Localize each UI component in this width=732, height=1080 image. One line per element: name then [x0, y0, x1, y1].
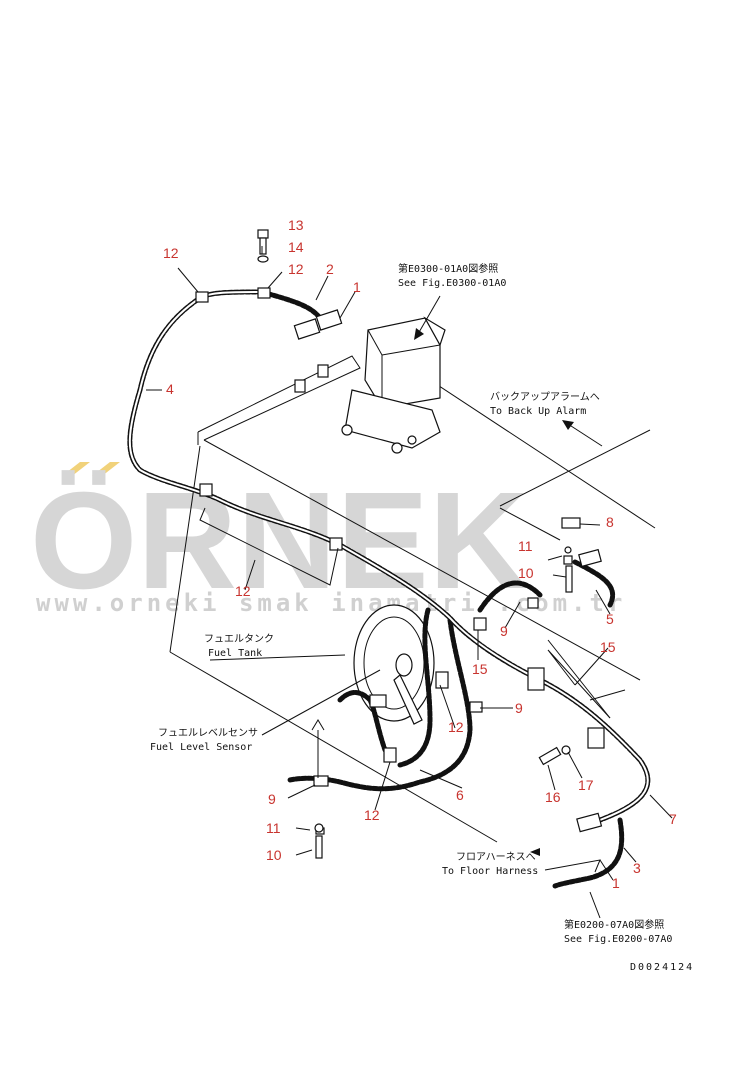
leader-lines	[146, 246, 673, 919]
callout-15: 15	[472, 661, 488, 677]
fuel-tank-label-en: Fuel Tank	[208, 648, 262, 659]
reference-notes: 第E0300-01A0図参照 See Fig.E0300-01A0 バックアップ…	[150, 262, 694, 973]
callout-12: 12	[364, 807, 380, 823]
callout-11: 11	[518, 538, 533, 554]
callout-6: 6	[456, 787, 464, 803]
callout-17: 17	[578, 777, 594, 793]
callout-10: 10	[518, 565, 534, 581]
fig-e0200-ref-en: See Fig.E0200-07A0	[564, 934, 672, 945]
fuel-level-sensor-label-en: Fuel Level Sensor	[150, 742, 252, 753]
fig-e0200-ref-jp: 第E0200-07A0図参照	[564, 918, 664, 931]
fig-e0300-ref-jp: 第E0300-01A0図参照	[398, 262, 498, 275]
callout-3: 3	[633, 860, 641, 876]
callout-numbers: 13 14 12 12 2 1 4 8 11 10 5 9 12 15 15 9…	[163, 217, 677, 891]
callout-9: 9	[515, 700, 523, 716]
watermark: ÖRNEK www.orneki smak inamatri .com.tr	[30, 462, 626, 618]
callout-5: 5	[606, 611, 614, 627]
callout-11: 11	[266, 820, 281, 836]
callout-16: 16	[545, 789, 561, 805]
fuel-level-sensor-label-jp: フュエルレベルセンサ	[158, 727, 258, 739]
callout-7: 7	[669, 811, 677, 827]
callout-12: 12	[235, 583, 251, 599]
callout-9: 9	[268, 791, 276, 807]
back-up-alarm-label-en: To Back Up Alarm	[490, 406, 586, 417]
callout-12: 12	[448, 719, 464, 735]
callout-15: 15	[600, 639, 616, 655]
callout-1: 1	[612, 875, 620, 891]
watermark-url: www.orneki smak inamatri .com.tr	[36, 589, 626, 617]
floor-harness-label-en: To Floor Harness	[442, 866, 538, 877]
callout-2: 2	[326, 261, 334, 277]
fuel-tank-outline	[169, 355, 656, 843]
drawing-number: D0024124	[630, 962, 694, 973]
watermark-brand: ÖRNEK	[30, 464, 528, 618]
back-up-alarm-horn	[341, 316, 446, 454]
callout-14: 14	[288, 239, 304, 255]
fig-e0300-ref-en: See Fig.E0300-01A0	[398, 278, 506, 289]
callout-1: 1	[353, 279, 361, 295]
callout-13: 13	[288, 217, 304, 233]
callout-10: 10	[266, 847, 282, 863]
fuel-level-sensor	[353, 604, 435, 725]
callout-4: 4	[166, 381, 174, 397]
callout-12: 12	[163, 245, 179, 261]
floor-harness-label-jp: フロアハーネスへ	[456, 851, 536, 863]
connectors-and-clamps	[195, 229, 605, 859]
callout-12: 12	[288, 261, 304, 277]
callout-9: 9	[500, 623, 508, 639]
callout-8: 8	[606, 514, 614, 530]
back-up-alarm-label-jp: バックアップアラームへ	[490, 391, 600, 403]
fuel-tank-label-jp: フュエルタンク	[204, 633, 274, 645]
